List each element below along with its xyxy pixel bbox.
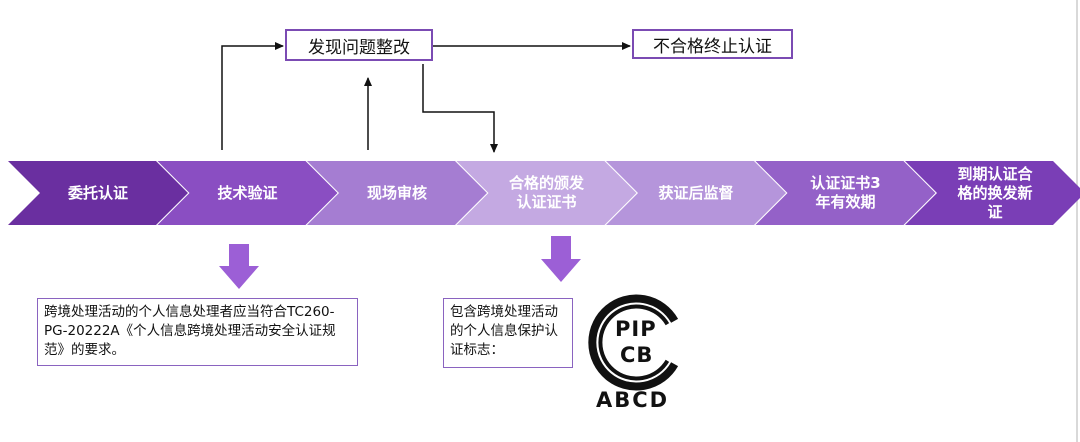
- stage-label: 委托认证: [67, 183, 128, 202]
- stage-label: 认证证书3 年有效期: [810, 174, 881, 211]
- logo-text-cb: CB: [620, 343, 654, 367]
- down-arrow-right: [541, 236, 581, 282]
- stage-label: 现场审核: [366, 183, 427, 202]
- stage-label: 获证后监督: [658, 183, 734, 202]
- mark-description-note: 包含跨境处理活动的个人信息保护认证标志：: [443, 298, 573, 368]
- process-chevrons: [8, 161, 1080, 225]
- connector-rectify-to-certificate: [422, 64, 498, 153]
- requirement-note: 跨境处理活动的个人信息处理者应当符合TC260-PG-20222A《个人信息跨境…: [37, 298, 358, 366]
- rectify-box: 发现问题整改: [285, 29, 433, 61]
- stage-chevron: [905, 161, 1080, 225]
- down-arrow-left: [219, 244, 259, 289]
- stage-chevron: [8, 161, 188, 225]
- stage-label: 合格的颁发 认证证书: [508, 174, 584, 211]
- logo-text-pip: PIP: [615, 317, 657, 341]
- logo-caption: ABCD: [596, 388, 670, 412]
- pipcb-logo: [588, 294, 679, 391]
- stage-chevron: [456, 161, 637, 225]
- stage-label: 到期认证合 格的换发新 证: [957, 164, 1033, 221]
- logo-inner-ring: [598, 304, 670, 381]
- stage-chevron: [606, 161, 786, 225]
- stage-chevron: [307, 161, 487, 225]
- stage-label: 技术验证: [217, 183, 278, 202]
- right-edge-divider: [1076, 0, 1078, 442]
- terminate-certification-box: 不合格终止认证: [632, 29, 793, 59]
- stage-chevron: [755, 161, 936, 225]
- connector-verify-to-rectify: [221, 42, 284, 150]
- stage-chevron: [157, 161, 338, 225]
- logo-outer-ring: [588, 294, 679, 391]
